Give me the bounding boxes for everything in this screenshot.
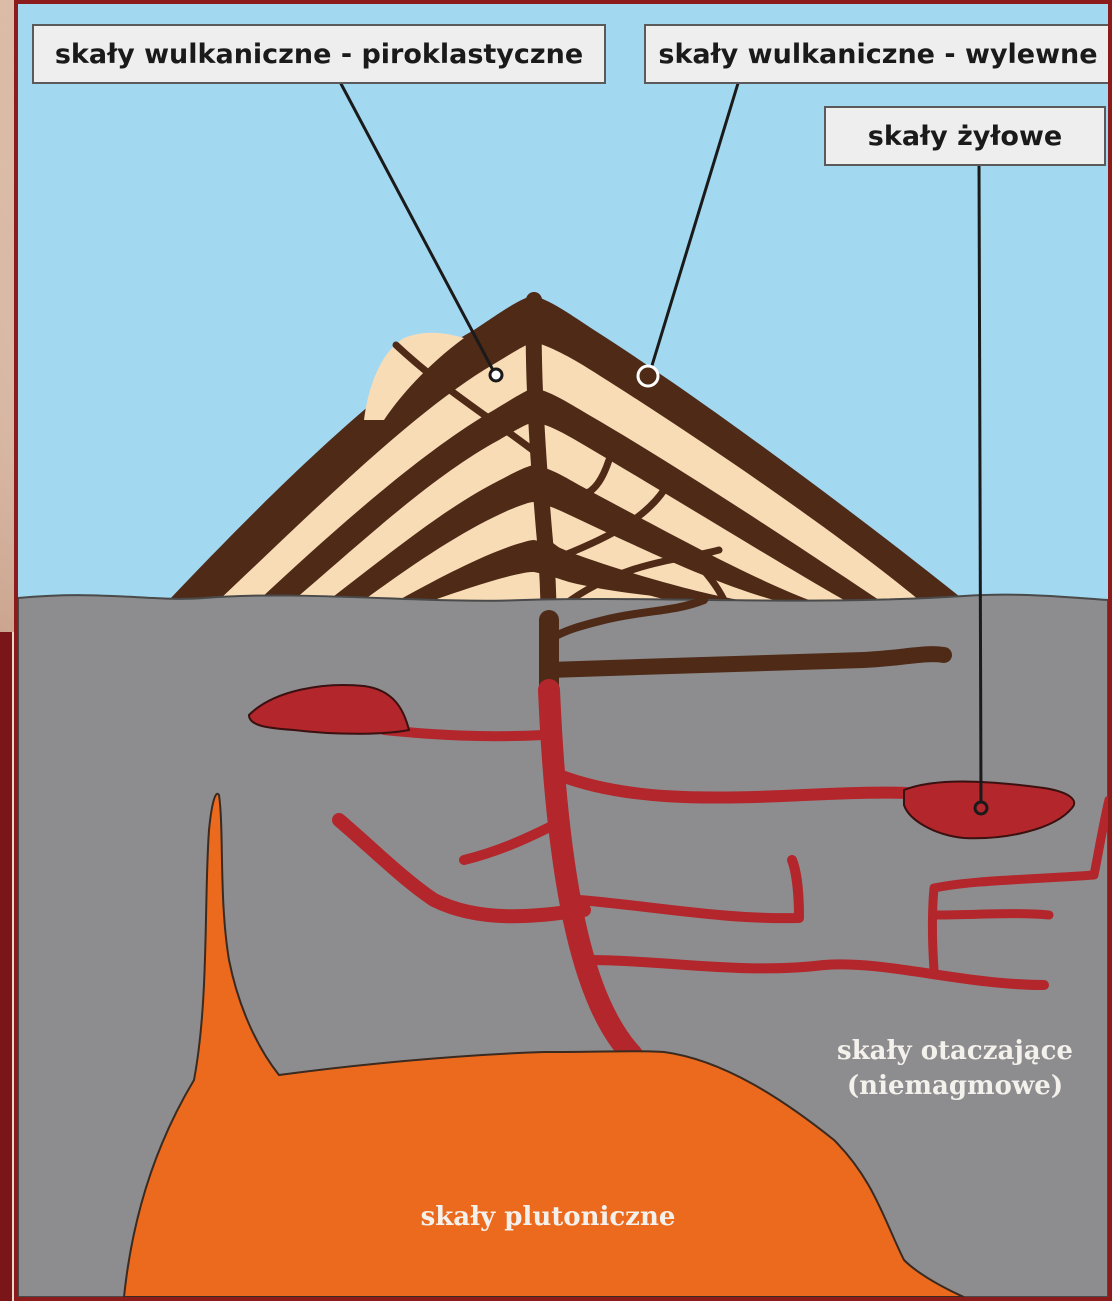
label-country-rock: skały otaczające (niemagmowe)	[830, 1034, 1080, 1104]
label-dike: skały żyłowe	[824, 106, 1106, 166]
marker-pyroclastic	[490, 369, 502, 381]
label-pyroclastic: skały wulkaniczne - piroklastyczne	[32, 24, 606, 84]
label-effusive: skały wulkaniczne - wylewne	[644, 24, 1112, 84]
marker-dike	[975, 802, 987, 814]
side-panel-edge	[0, 632, 14, 1301]
volcano-diagram: skały wulkaniczne - piroklastyczne skały…	[14, 0, 1112, 1301]
marker-effusive	[638, 366, 658, 386]
label-plutonic: skały plutoniczne	[398, 1200, 698, 1235]
country-rock-line1: skały otaczające	[830, 1034, 1080, 1069]
country-rock-line2: (niemagmowe)	[830, 1069, 1080, 1104]
leader-line-dike	[979, 162, 981, 805]
